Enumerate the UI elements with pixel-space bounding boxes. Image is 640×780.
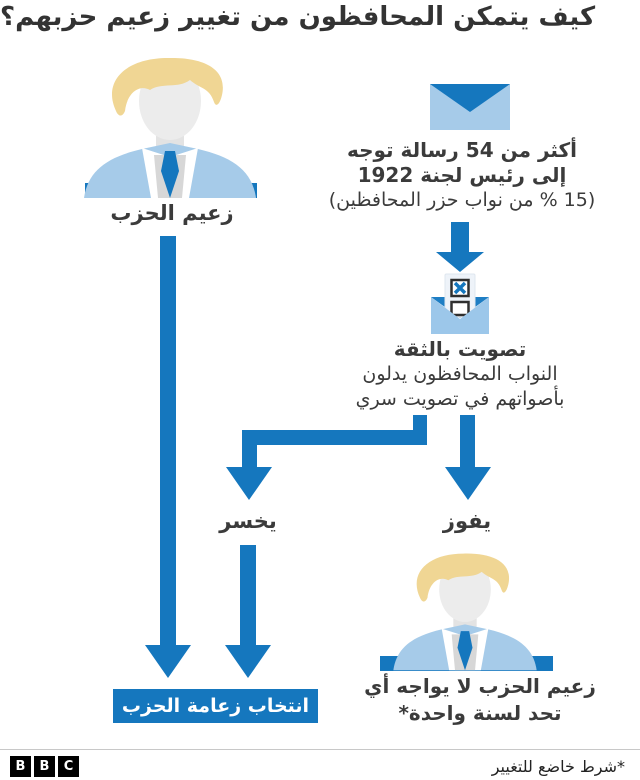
flow-line-leader-to-election xyxy=(160,236,176,645)
arrow-down-icon xyxy=(225,645,271,678)
outcome-lose-label: يخسر xyxy=(219,509,277,533)
flow-line-horizontal xyxy=(242,430,427,445)
arrow-down-icon xyxy=(226,467,272,500)
bbc-logo-letter: B xyxy=(34,756,55,777)
winner-leader-illustration xyxy=(393,553,537,671)
vote-text-block: تصويت بالثقة النواب المحافظون يدلون بأصو… xyxy=(330,336,590,412)
bbc-logo: B B C xyxy=(10,756,79,777)
flow-line-vote-stub xyxy=(413,415,427,432)
win-result-text-block: زعيم الحزب لا يواجه أي تحد لسنة واحدة* xyxy=(355,673,605,727)
party-leader-illustration xyxy=(84,57,256,198)
letters-line-3: (15 % من نواب حزر المحافظين) xyxy=(328,189,596,211)
bbc-logo-letter: B xyxy=(10,756,31,777)
vote-desc-1: النواب المحافظون يدلون xyxy=(362,363,558,385)
envelope-flap-icon xyxy=(430,84,510,112)
flow-line-to-win xyxy=(460,415,475,467)
flow-line-letters-to-ballot xyxy=(451,222,469,252)
page-title: كيف يتمكن المحافظون من تغيير زعيم حزبهم؟ xyxy=(0,2,596,32)
vote-title: تصويت بالثقة xyxy=(393,337,527,361)
bbc-logo-letter: C xyxy=(58,756,79,777)
outcome-win-label: يفوز xyxy=(442,509,492,533)
letters-text-block: أكثر من 54 رسالة توجه إلى رئيس لجنة 1922… xyxy=(322,138,602,213)
arrow-down-icon xyxy=(445,467,491,500)
vote-desc-2: بأصواتهم في تصويت سري xyxy=(355,388,565,410)
flow-line-to-lose xyxy=(242,443,257,469)
arrow-down-icon xyxy=(145,645,191,678)
letters-line-1: أكثر من 54 رسالة توجه xyxy=(346,138,578,162)
arrow-down-icon xyxy=(436,252,484,272)
flow-line-lose-to-election xyxy=(240,545,256,647)
ballot-envelope-icon xyxy=(431,273,489,334)
envelope-icon xyxy=(430,84,510,130)
win-result-line-1: زعيم الحزب لا يواجه أي xyxy=(364,674,596,698)
leader-label: زعيم الحزب xyxy=(110,201,234,225)
footnote: *شرط خاضع للتغيير xyxy=(491,757,625,776)
footer-divider xyxy=(0,749,640,750)
win-result-line-2: تحد لسنة واحدة* xyxy=(398,701,562,725)
letters-line-2: إلى رئيس لجنة 1922 xyxy=(357,163,567,187)
leadership-election-box: انتخاب زعامة الحزب xyxy=(113,689,318,723)
